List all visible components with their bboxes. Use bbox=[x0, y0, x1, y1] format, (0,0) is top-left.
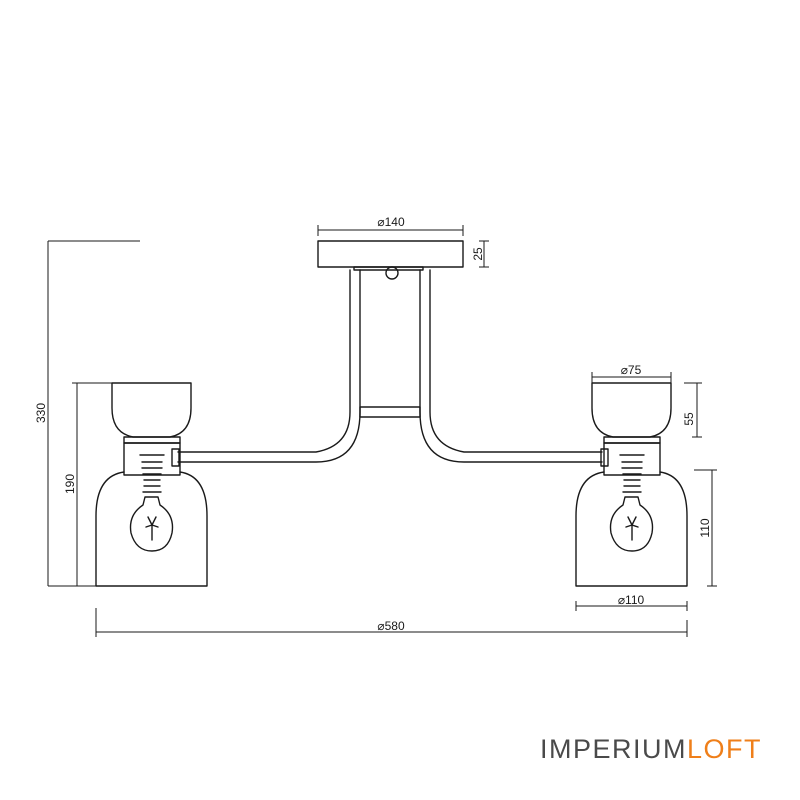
left-filament bbox=[145, 516, 159, 541]
left-lamp bbox=[95, 382, 208, 587]
right-filament bbox=[625, 516, 639, 541]
canopy-collar bbox=[353, 266, 424, 271]
dim-shade-diameter: ⌀110 bbox=[618, 593, 645, 607]
dim-shade-height: 110 bbox=[698, 518, 712, 537]
dim-plate-diameter: ⌀140 bbox=[377, 215, 405, 229]
dim-cup-height-line bbox=[684, 382, 702, 438]
left-cup bbox=[111, 382, 192, 438]
right-lamp bbox=[575, 382, 688, 587]
right-rod bbox=[429, 269, 603, 453]
left-socket-holder bbox=[123, 442, 181, 476]
dim-shade-diameter-line bbox=[575, 601, 688, 611]
right-socket-holder bbox=[603, 442, 661, 476]
left-bulb bbox=[129, 496, 174, 552]
brand-part2: LOFT bbox=[686, 734, 762, 764]
dim-shade-height-line bbox=[694, 469, 717, 587]
left-shade bbox=[95, 471, 208, 587]
left-collar bbox=[123, 436, 181, 444]
dim-overall-width: ⌀580 bbox=[377, 619, 405, 633]
left-arm-end bbox=[171, 448, 180, 467]
dim-total-height-line bbox=[47, 240, 140, 587]
right-collar bbox=[603, 436, 661, 444]
canopy-screw bbox=[385, 266, 399, 280]
left-socket bbox=[139, 454, 165, 493]
right-socket bbox=[619, 454, 645, 493]
right-cup bbox=[591, 382, 672, 438]
right-shade bbox=[575, 471, 688, 587]
ceiling-plate bbox=[317, 240, 464, 268]
dim-plate-diameter-line bbox=[317, 225, 464, 236]
right-arm-end bbox=[600, 448, 609, 467]
dim-plate-height: 25 bbox=[471, 247, 485, 261]
dim-plate-height-line bbox=[479, 240, 489, 268]
dim-overall-width-line bbox=[95, 608, 688, 637]
brand-part1: IMPERIUM bbox=[539, 734, 687, 764]
dim-cup-diameter: ⌀75 bbox=[621, 363, 642, 377]
dim-cup-height: 55 bbox=[682, 412, 696, 426]
brand-logo: IMPERIUMLOFT bbox=[540, 736, 762, 763]
dim-shade-total-height: 190 bbox=[63, 474, 77, 494]
left-rod-inner bbox=[177, 269, 361, 463]
left-rod bbox=[177, 269, 351, 453]
dim-cup-diameter-line bbox=[591, 372, 672, 383]
right-bulb bbox=[609, 496, 654, 552]
dim-total-height: 330 bbox=[34, 403, 48, 423]
dim-shade-total-line bbox=[72, 382, 112, 587]
cross-bar bbox=[359, 406, 421, 418]
right-rod-inner bbox=[419, 269, 603, 463]
